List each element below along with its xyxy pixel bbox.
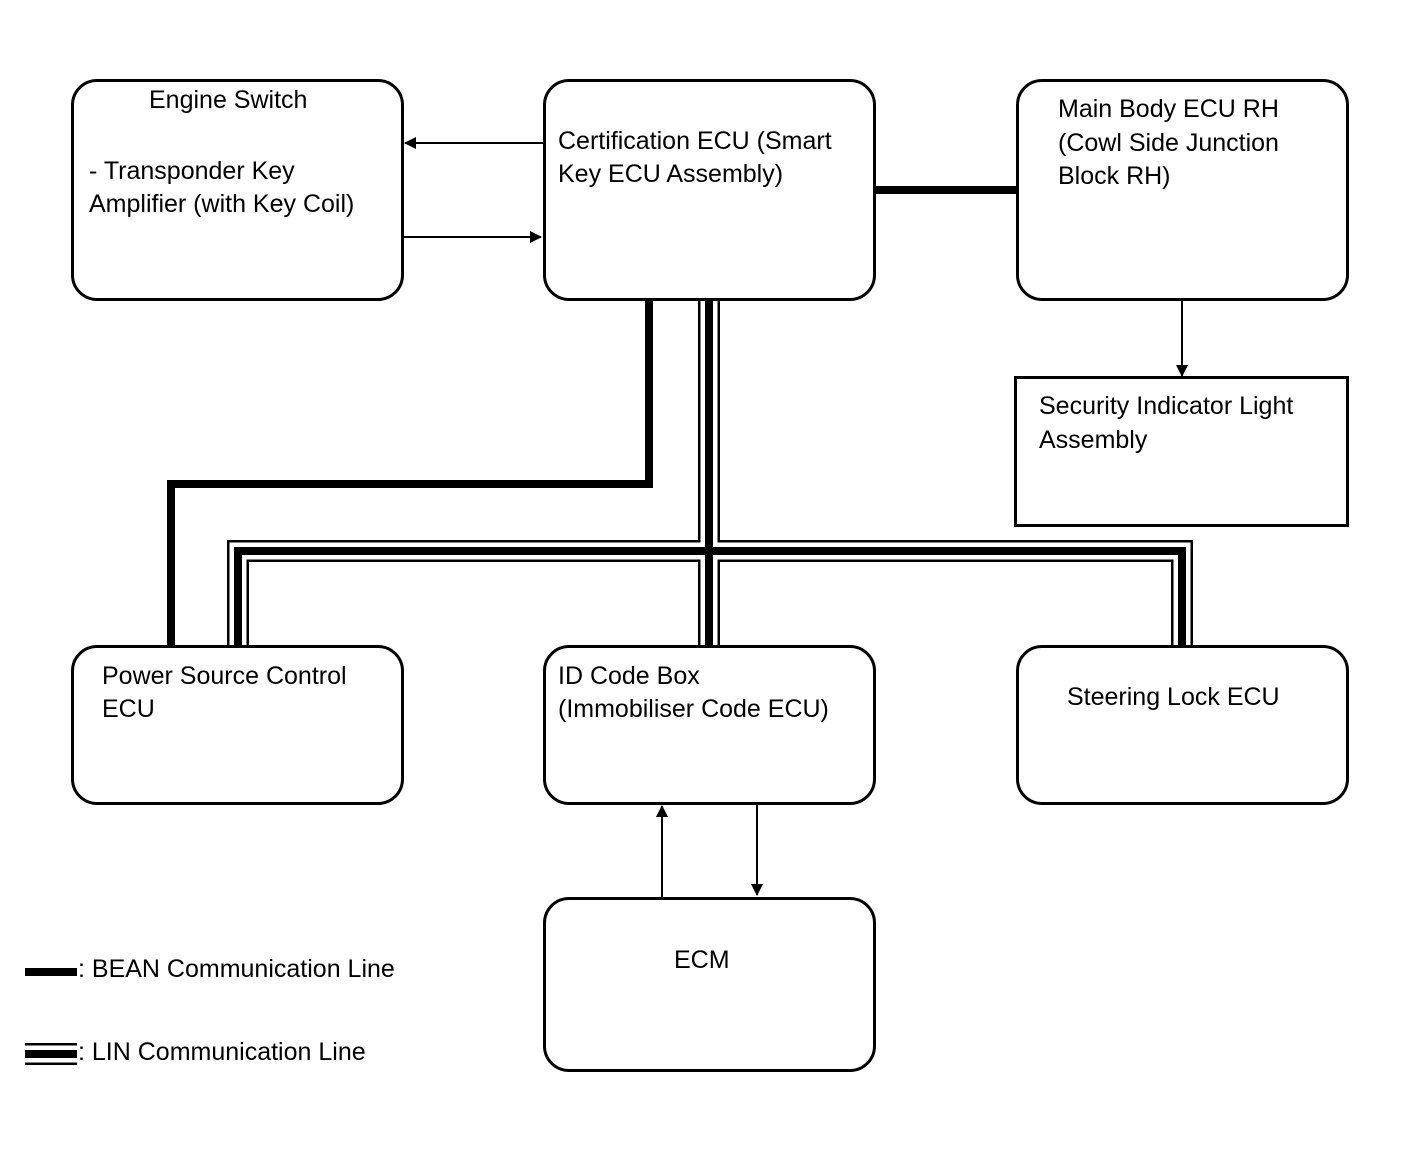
security-indicator-line1: Security Indicator Light <box>1039 392 1294 420</box>
legend-lin-label: : LIN Communication Line <box>78 1038 366 1066</box>
ecm-label: ECM <box>674 946 730 974</box>
main-body-ecu-box: Main Body ECU RH (Cowl Side Junction Blo… <box>1016 79 1349 301</box>
id-code-box-line1: ID Code Box <box>558 662 700 690</box>
power-source-ecu-line2: ECU <box>102 695 155 723</box>
id-code-box-line2: (Immobiliser Code ECU) <box>558 695 829 723</box>
ecm-box: ECM <box>543 897 876 1072</box>
certification-ecu-line1: Certification ECU (Smart <box>558 127 832 155</box>
engine-switch-detail-line1: - Transponder Key <box>89 157 295 185</box>
main-body-ecu-line2: (Cowl Side Junction <box>1058 129 1279 157</box>
legend-bean-label: : BEAN Communication Line <box>78 955 395 983</box>
lin-bus <box>227 300 1193 646</box>
security-indicator-box: Security Indicator Light Assembly <box>1014 376 1349 527</box>
power-source-ecu-box: Power Source Control ECU <box>71 645 404 805</box>
steering-lock-ecu-line1: Steering Lock ECU <box>1067 683 1280 711</box>
main-body-ecu-line1: Main Body ECU RH <box>1058 95 1279 123</box>
certification-ecu-box: Certification ECU (Smart Key ECU Assembl… <box>543 79 876 301</box>
certification-ecu-line2: Key ECU Assembly) <box>558 160 784 188</box>
steering-lock-ecu-box: Steering Lock ECU <box>1016 645 1349 805</box>
main-body-ecu-line3: Block RH) <box>1058 162 1171 190</box>
bean-line-cert-to-power-source <box>167 300 653 646</box>
engine-switch-box: Engine Switch - Transponder Key Amplifie… <box>71 79 404 301</box>
engine-switch-detail-line2: Amplifier (with Key Coil) <box>89 190 355 218</box>
security-indicator-line2: Assembly <box>1039 426 1148 454</box>
engine-switch-title: Engine Switch <box>149 86 308 114</box>
power-source-ecu-line1: Power Source Control <box>102 662 347 690</box>
id-code-box: ID Code Box (Immobiliser Code ECU) <box>543 645 876 805</box>
